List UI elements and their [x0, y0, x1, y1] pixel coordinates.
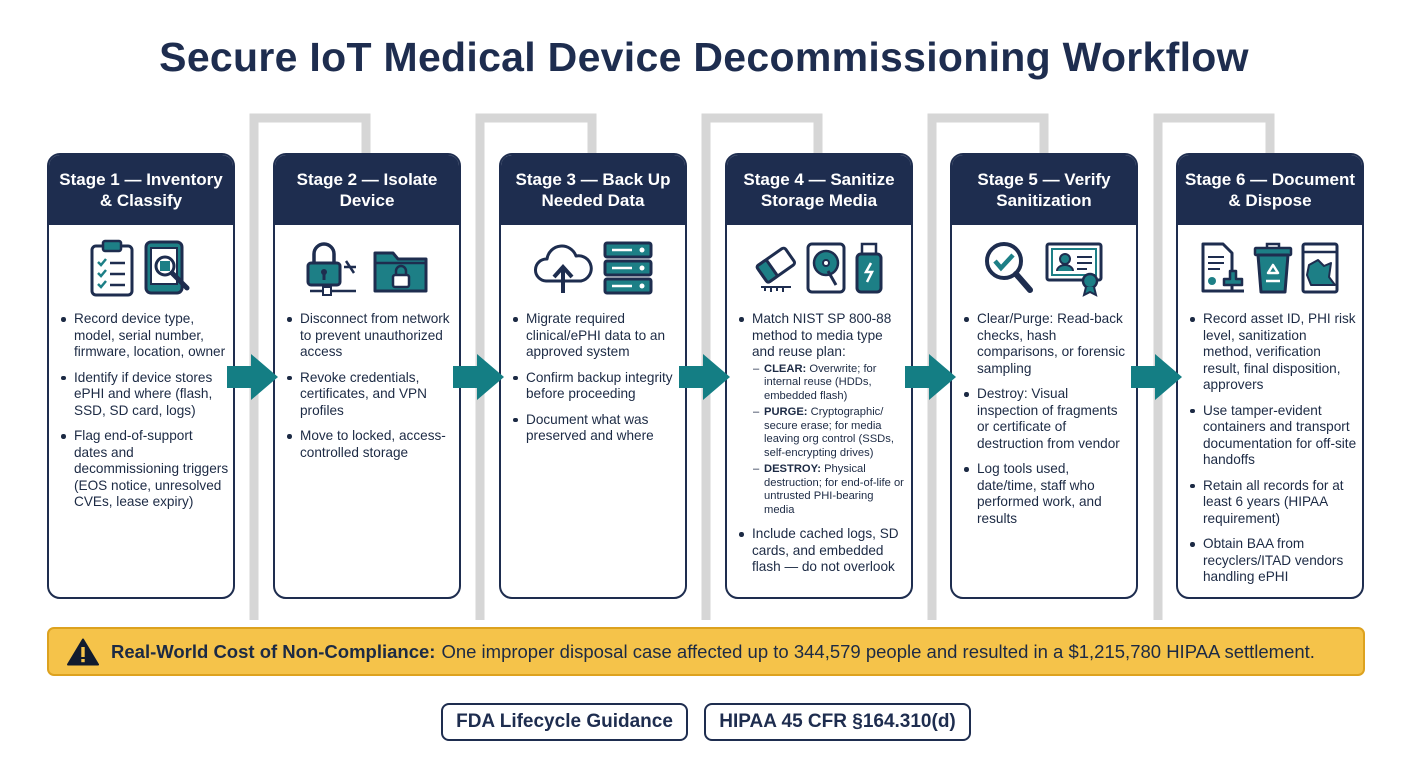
stage-bullet: Obtain BAA from recyclers/ITAD vendors h… [1190, 536, 1358, 586]
flow-arrow-icon [227, 354, 278, 400]
hard-drive-icon [805, 241, 847, 295]
sanitize-method-destroy: DESTROY: Physical destruction; for end-o… [753, 463, 907, 517]
eraser-icon [753, 241, 799, 295]
flow-arrow-icon [453, 354, 504, 400]
locked-folder-icon [372, 239, 430, 297]
certificate-icon [1044, 239, 1106, 297]
fda-guidance-badge: FDA Lifecycle Guidance [441, 703, 688, 741]
stage-bullet: Record device type, model, serial number… [61, 311, 229, 361]
page-title: Secure IoT Medical Device Decommissionin… [159, 34, 1249, 80]
stage-bullet: Log tools used, date/time, staff who per… [964, 461, 1132, 527]
stage-bullet: Disconnect from network to prevent unaut… [287, 311, 455, 361]
tamper-bag-icon [1300, 241, 1340, 295]
document-stamp-icon [1200, 241, 1246, 295]
usb-flash-icon [853, 241, 885, 295]
stage-card-6: Stage 6 — Document & Dispose [1176, 153, 1364, 599]
stage-card-1: Stage 1 — Inventory & Classify Record de… [47, 153, 235, 599]
cost-label: Real-World Cost of Non-Compliance: [111, 640, 436, 662]
warning-icon [67, 638, 99, 666]
stage-bullet: Revoke credentials, certificates, and VP… [287, 370, 455, 420]
stage-heading: Stage 1 — Inventory & Classify [49, 155, 233, 225]
stage-bullet: Clear/Purge: Read-back checks, hash comp… [964, 311, 1132, 377]
stage-card-3: Stage 3 — Back Up Needed Data Migrate re… [499, 153, 687, 599]
hipaa-reference-badge: HIPAA 45 CFR §164.310(d) [704, 703, 971, 741]
compliance-cost-banner: Real-World Cost of Non-Compliance: One i… [47, 627, 1365, 676]
stage-card-2: Stage 2 — Isolate Device Disconnect from [273, 153, 461, 599]
stage-heading: Stage 6 — Document & Dispose [1178, 155, 1362, 225]
magnifier-check-icon [982, 239, 1036, 297]
stage-card-4: Stage 4 — Sanitize Storage Media [725, 153, 913, 599]
stage-bullet: Migrate required clinical/ePHI data to a… [513, 311, 681, 361]
stage-heading: Stage 3 — Back Up Needed Data [501, 155, 685, 225]
stage-heading: Stage 5 — Verify Sanitization [952, 155, 1136, 225]
stage-heading: Stage 4 — Sanitize Storage Media [727, 155, 911, 225]
sanitize-method-clear: CLEAR: Overwrite; for internal reuse (HD… [753, 363, 907, 404]
flow-arrow-icon [1131, 354, 1182, 400]
stage-bullet: Use tamper-evident containers and transp… [1190, 402, 1357, 467]
recycle-bin-icon [1252, 241, 1294, 295]
tablet-search-icon [143, 239, 193, 297]
stage-bullet: Identify if device stores ePHI and where… [61, 370, 229, 420]
stage-bullet-text: Match NIST SP 800-88 method to media typ… [752, 311, 892, 359]
stage-bullet: Move to locked, access-controlled storag… [287, 428, 455, 461]
stage-bullet: Confirm backup integrity before proceedi… [513, 370, 681, 403]
stage-card-5: Stage 5 — Verify Sanitization Clear/Purg… [950, 153, 1138, 599]
server-rack-icon [602, 239, 654, 297]
clipboard-checklist-icon [89, 239, 135, 297]
stage-bullet: Include cached logs, SD cards, and embed… [739, 526, 907, 576]
stage-heading: Stage 2 — Isolate Device [275, 155, 459, 225]
stage-bullet: Record asset ID, PHI risk level, sanitiz… [1190, 311, 1358, 394]
stage-bullet: Match NIST SP 800-88 method to media typ… [739, 311, 907, 517]
cost-text: One improper disposal case affected up t… [441, 640, 1315, 662]
stage-bullet: Retain all records for at least 6 years … [1190, 478, 1358, 528]
stage-bullet: Destroy: Visual inspection of fragments … [964, 386, 1132, 452]
cloud-upload-icon [532, 239, 594, 297]
flow-arrow-icon [905, 354, 956, 400]
flow-arrow-icon [679, 354, 730, 400]
padlock-disconnect-icon [304, 239, 364, 297]
sanitize-method-purge: PURGE: Cryptographic/ secure erase; for … [753, 406, 907, 460]
stage-bullet: Flag end-of-support dates and decommissi… [61, 428, 229, 509]
stage-bullet: Document what was preserved and where [513, 412, 681, 445]
